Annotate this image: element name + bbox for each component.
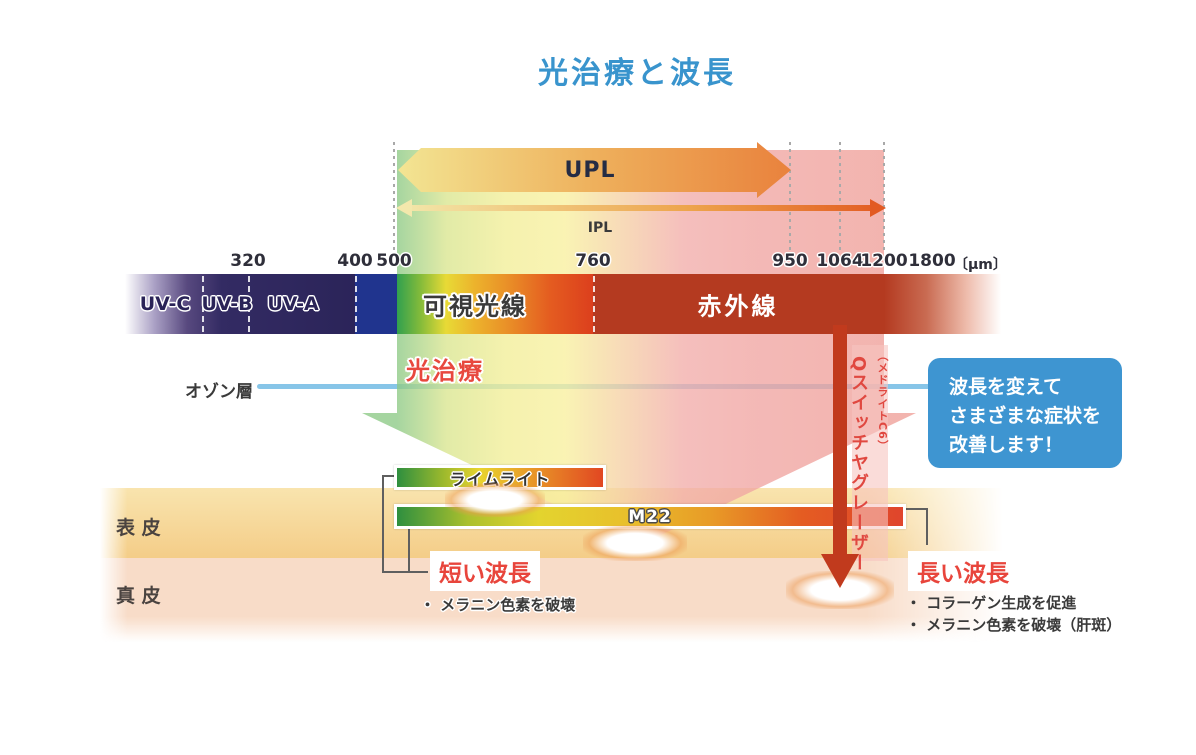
visible-light-segment (397, 274, 593, 334)
callout-line-3: 改善します！ (949, 434, 1064, 456)
tick-1200: 1200 (860, 251, 908, 271)
uv-segment (125, 274, 355, 334)
uvb-uva-separator (248, 276, 250, 332)
infrared-label: 赤外線 (697, 292, 779, 321)
callout-line-2: さまざまな症状を (949, 405, 1102, 427)
short-wavelength-bullet: ・ メラニン色素を破壊 (420, 596, 576, 614)
page-title: 光治療と波長 (538, 56, 736, 91)
upl-arrow (398, 142, 791, 198)
short-wavelength-title: 短い波長 (430, 551, 540, 591)
tick-1064: 1064 (816, 251, 864, 271)
yag-name-label: Qスイッチヤグレーザー (848, 356, 869, 574)
epidermis-label: 表 皮 (116, 517, 161, 539)
blue-segment (355, 274, 397, 334)
dermis-label: 真 皮 (116, 585, 161, 607)
glow-spot-limelight (445, 483, 545, 517)
light-funnel (362, 150, 916, 545)
long-wavelength-bullet-1: ・ コラーゲン生成を促進 (906, 594, 1077, 612)
spectrum-bar: UV-C UV-B UV-A 可視光線 赤外線 (125, 274, 1005, 334)
yag-laser-band (852, 345, 888, 561)
axis-unit: 〔μm〕 (954, 257, 1007, 273)
ozone-label: オゾン層 (185, 382, 253, 402)
annotation-brackets (382, 475, 928, 573)
infrared-segment (593, 274, 884, 334)
m22-label: M22 (628, 506, 672, 527)
ipl-label: IPL (587, 220, 613, 236)
tick-950: 950 (772, 251, 808, 271)
uvc-uvb-separator (202, 276, 204, 332)
yag-laser-label: （メドライトC6） Qスイッチヤグレーザー (845, 350, 890, 574)
infrared-fade-segment (884, 274, 1005, 334)
ipl-arrow (396, 199, 886, 217)
tick-760: 760 (575, 251, 611, 271)
uvc-label: UV-C (139, 293, 191, 315)
callout-line-1: 波長を変えて (949, 376, 1063, 398)
long-wavelength-bullet-2: ・ メラニン色素を破壊（肝斑） (906, 616, 1122, 634)
tick-500: 500 (376, 251, 412, 271)
uva-label: UV-A (267, 293, 319, 315)
uvb-label: UV-B (201, 293, 253, 315)
callout-box: 波長を変えて さまざまな症状を 改善します！ (928, 358, 1122, 468)
upl-label: UPL (564, 158, 616, 183)
tick-320: 320 (230, 251, 266, 271)
uva-blue-separator (355, 276, 357, 332)
light-therapy-label: 光治療 (406, 357, 484, 385)
long-wavelength-title: 長い波長 (908, 551, 1018, 591)
yag-model-label: （メドライトC6） (876, 350, 889, 452)
visible-light-label: 可視光線 (423, 292, 527, 321)
tick-1800: 1800 (908, 251, 956, 271)
visible-ir-separator (593, 276, 595, 332)
tick-400: 400 (337, 251, 373, 271)
glow-spot-m22 (583, 525, 687, 561)
yag-laser-arrow (821, 325, 859, 588)
